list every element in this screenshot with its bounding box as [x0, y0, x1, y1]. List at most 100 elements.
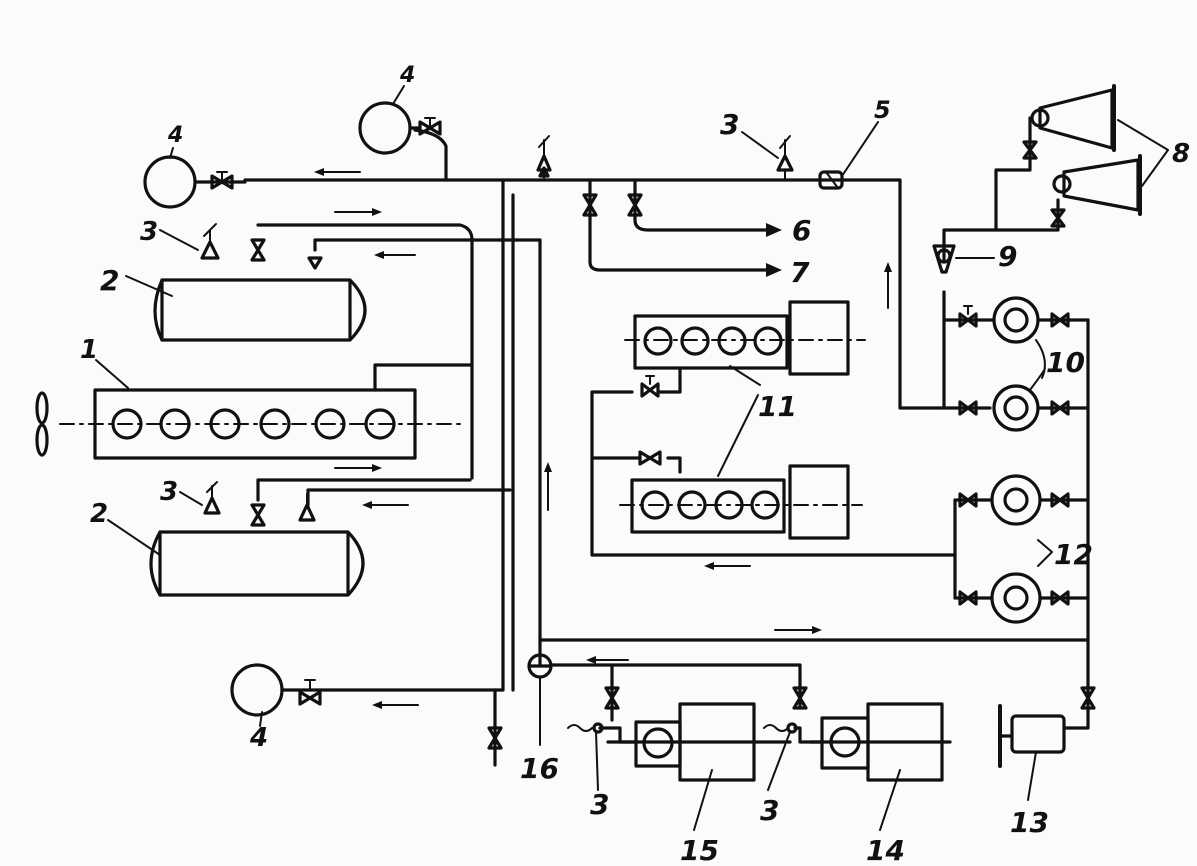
- leader-8: [1117, 119, 1169, 187]
- label-3-bottom-left: 3: [590, 788, 609, 821]
- compressor-12-upper: [990, 474, 1042, 526]
- engines-11-loop: [590, 390, 957, 557]
- air-bottle-bottom: [230, 663, 332, 717]
- label-14: 14: [866, 834, 905, 866]
- pressure-reducer-9: [932, 244, 956, 274]
- receiver-4-top-pipe: [413, 128, 448, 182]
- safety-valve-icon: [776, 135, 794, 181]
- label-3-upper: 3: [140, 217, 158, 247]
- valve-icon: [1050, 492, 1070, 508]
- flow-arrow: [544, 462, 552, 511]
- valve-icon: [958, 305, 978, 328]
- leader-10: [1029, 339, 1046, 391]
- valve-icon: [307, 256, 323, 270]
- air-receiver-upper: [153, 278, 367, 342]
- valve-icon: [1022, 140, 1038, 160]
- inlet-filter-icon: [567, 722, 604, 734]
- valve-icon: [638, 450, 662, 466]
- flow-arrow: [334, 208, 382, 216]
- safety-valve-icon: [298, 493, 316, 522]
- flow-arrow: [704, 562, 751, 570]
- auxiliary-engine-upper: [624, 300, 866, 376]
- valve-icon: [958, 590, 978, 606]
- branch-6-pipe: [633, 178, 772, 232]
- air-receiver-lower: [149, 530, 365, 597]
- compressor-10-lower: [992, 384, 1040, 432]
- valve-icon: [627, 193, 643, 217]
- compressor-15-14-pipe: [550, 663, 802, 722]
- label-2-upper: 2: [100, 264, 119, 297]
- flow-arrow: [374, 251, 416, 259]
- receiver-2-upper-return: [313, 238, 542, 252]
- main-header-pipe: [243, 178, 992, 410]
- typhoon-horn-lower: [1052, 154, 1142, 216]
- label-10: 10: [1046, 346, 1085, 379]
- label-3-bottom-right: 3: [760, 794, 779, 827]
- flow-arrow: [884, 262, 892, 309]
- compressor-14-inlet: [793, 726, 824, 744]
- engine-11-top-connect: [658, 366, 682, 394]
- valve-icon: [298, 679, 322, 706]
- compressor-10-upper: [992, 296, 1040, 344]
- safety-valve-icon: [203, 481, 221, 515]
- valve-icon: [210, 171, 234, 190]
- valve-icon: [1080, 686, 1096, 710]
- valve-icon: [604, 686, 620, 710]
- label-5: 5: [874, 96, 891, 124]
- label-12: 12: [1054, 538, 1093, 571]
- valve-icon: [418, 117, 442, 136]
- flow-arrow: [372, 701, 419, 709]
- label-4-top: 4: [399, 63, 415, 88]
- labels: 1 2 2 3 3 3 3 3 4 4 4 5 6 7 8 9 10 11 12…: [80, 63, 1190, 866]
- propeller-icon: [35, 391, 49, 457]
- leader-12: [1037, 539, 1053, 567]
- valve-icon: [1050, 312, 1070, 328]
- typhoon-horn-upper: [1028, 84, 1116, 152]
- safety-valve-icon: [200, 223, 220, 260]
- label-15: 15: [680, 834, 719, 866]
- label-1: 1: [80, 335, 98, 365]
- label-3-lower: 3: [160, 477, 178, 507]
- valve-icon: [1050, 590, 1070, 606]
- flow-arrow-to-7: [766, 263, 782, 277]
- flow-arrow: [314, 168, 361, 176]
- valve-icon: [958, 492, 978, 508]
- label-2-lower: 2: [90, 499, 108, 529]
- compressor-15-inlet: [598, 726, 638, 744]
- air-bottle-top: [358, 101, 420, 155]
- air-filter-5: [818, 170, 844, 190]
- inlet-filter-icon: [763, 722, 798, 734]
- valve-icon: [958, 400, 978, 416]
- compressor-14: [820, 702, 944, 782]
- valve-icon: [250, 503, 266, 527]
- flow-arrow: [334, 464, 382, 472]
- flow-arrow: [586, 656, 629, 664]
- receiver-2-lower-return: [306, 488, 512, 507]
- air-bottle-left: [143, 155, 247, 209]
- flow-arrow: [774, 626, 822, 634]
- valves: [200, 117, 1096, 750]
- valve-icon: [1050, 400, 1070, 416]
- valve-icon: [582, 193, 598, 217]
- receiver-2-upper-feed: [256, 223, 474, 480]
- label-7: 7: [790, 256, 810, 289]
- leader-lines: [95, 85, 1037, 831]
- label-13: 13: [1010, 806, 1049, 839]
- valve-icon: [640, 375, 660, 398]
- compressor-15: [634, 702, 756, 782]
- compressor-13-pipe: [1063, 706, 1090, 730]
- compressor-12-lower: [990, 572, 1042, 624]
- label-3-header: 3: [720, 108, 739, 141]
- hand-compressor-13: [998, 704, 1066, 768]
- compressor-12-left-pipe: [953, 498, 994, 600]
- safety-valve-icon: [538, 166, 550, 178]
- valve-icon: [792, 686, 808, 710]
- label-6: 6: [792, 214, 811, 247]
- main-engine: [59, 388, 461, 460]
- flow-arrow: [362, 501, 409, 509]
- engine-11-bottom-connect: [666, 456, 682, 474]
- valve-icon: [1050, 208, 1066, 228]
- label-4-left: 4: [167, 123, 183, 148]
